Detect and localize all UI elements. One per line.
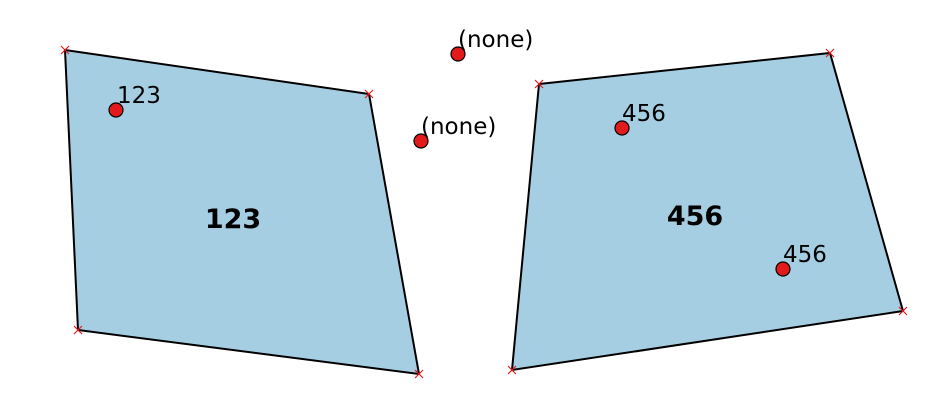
point-marker-icon[interactable] [614, 120, 630, 136]
vertex-marker-icon [507, 365, 517, 375]
vertex-marker-icon [364, 89, 374, 99]
polygon-label-123: 123 [205, 204, 261, 235]
point-feature[interactable]: 456 [775, 242, 827, 277]
polygon-label-456: 456 [667, 201, 723, 232]
point-label: 456 [622, 101, 666, 127]
point-label: (none) [421, 114, 496, 140]
vertex-marker-icon [534, 79, 544, 89]
point-feature[interactable]: (none) [450, 27, 533, 62]
vertex-marker-icon [60, 45, 70, 55]
point-feature[interactable]: 123 [108, 83, 161, 118]
point-marker-icon[interactable] [450, 46, 466, 62]
vertex-marker-icon [414, 369, 424, 379]
polygon-456[interactable]: 456 [507, 48, 908, 375]
point-feature[interactable]: (none) [413, 114, 496, 149]
vertex-marker-icon [73, 325, 83, 335]
polygon-123-vertex-markers [60, 45, 424, 379]
vertex-marker-icon [898, 306, 908, 316]
polygon-456-vertex-markers [507, 48, 908, 375]
point-label: 456 [783, 242, 827, 268]
point-marker-icon[interactable] [108, 102, 124, 118]
point-marker-icon[interactable] [413, 133, 429, 149]
vertex-marker-icon [825, 48, 835, 58]
polygon-123[interactable]: 123 [60, 45, 424, 379]
point-marker-icon[interactable] [775, 261, 791, 277]
point-label: (none) [458, 27, 533, 53]
point-feature[interactable]: 456 [614, 101, 666, 136]
point-label: 123 [117, 83, 161, 109]
